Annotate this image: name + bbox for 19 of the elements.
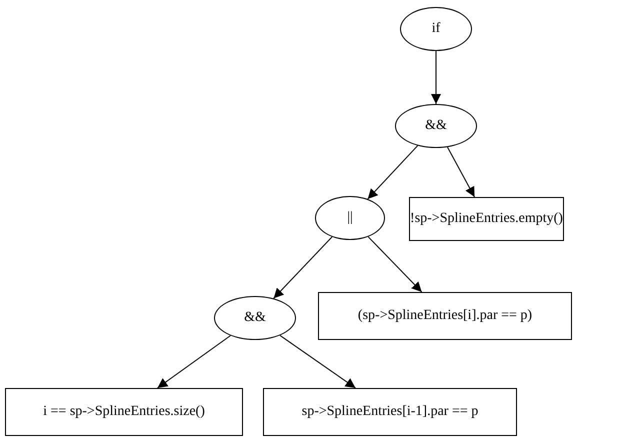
arrow [368, 236, 422, 292]
expression-box [5, 388, 243, 436]
expression-box [318, 292, 572, 340]
node-label: if [432, 21, 440, 37]
node-label: sp->SplineEntries[i-1].par == p [302, 404, 478, 420]
arrow [280, 334, 356, 388]
arrow [156, 335, 231, 388]
arrow [446, 146, 476, 198]
expression-box [263, 388, 517, 436]
arrow [367, 145, 418, 200]
node-label: || [347, 210, 353, 226]
node-label: !sp->SplineEntries.empty() [410, 211, 563, 227]
node-label: i == sp->SplineEntries.size() [43, 404, 205, 420]
arrow [431, 50, 441, 104]
node-label: (sp->SplineEntries[i].par == p) [358, 308, 532, 324]
node-label: && [425, 118, 447, 134]
node-label: && [244, 310, 266, 326]
expression-box [409, 197, 564, 241]
arrow [273, 236, 333, 299]
